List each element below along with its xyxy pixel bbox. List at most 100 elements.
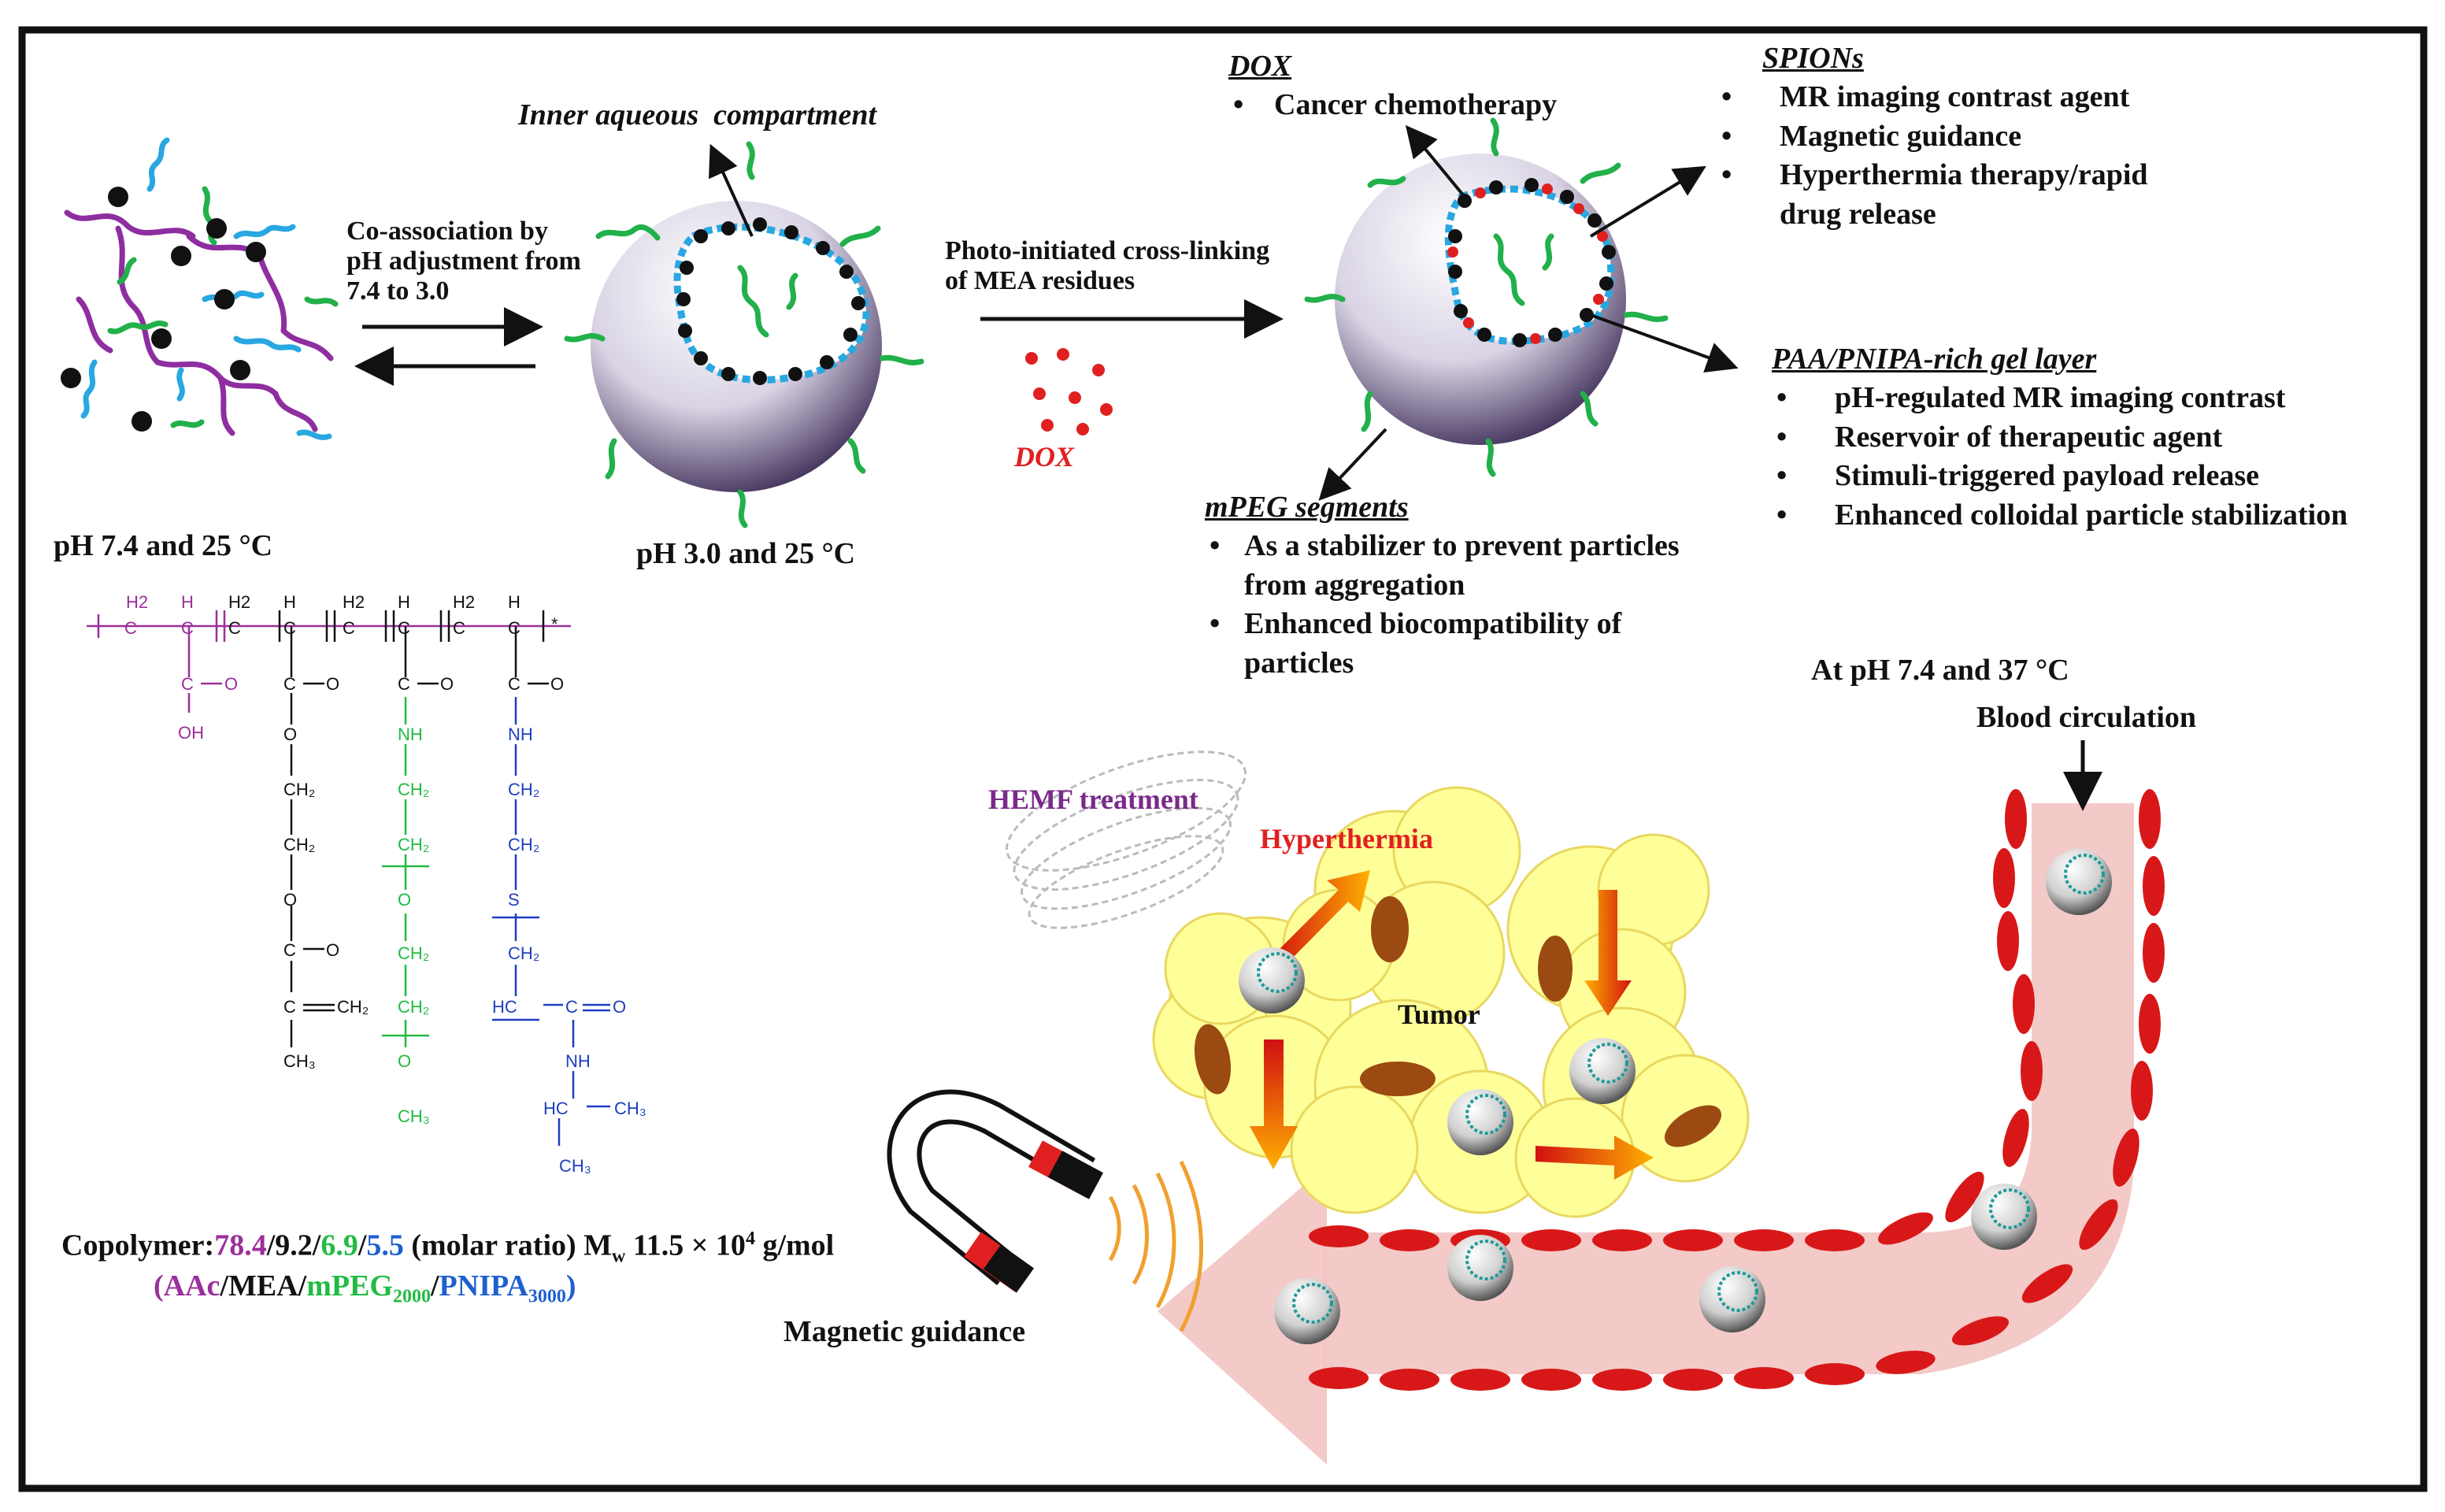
spions-item: Magnetic guidance: [1717, 117, 2148, 157]
magnetic-guidance-label: Magnetic guidance: [784, 1315, 1026, 1348]
gel-item: Enhanced colloidal particle stabilizatio…: [1772, 496, 2347, 536]
inner-compartment-label: Inner aqueous compartment: [518, 98, 877, 132]
svg-text:C: C: [283, 618, 296, 638]
mpeg-subscript: 2000: [392, 1286, 431, 1307]
svg-text:C: C: [283, 674, 296, 694]
component-aac: AAc: [163, 1269, 220, 1303]
svg-text:CH₂: CH₂: [283, 780, 315, 799]
copolymer-prefix: Copolymer:: [61, 1228, 215, 1262]
svg-text:O: O: [283, 724, 297, 744]
mpeg-list: As a stabilizer to prevent particles fro…: [1205, 527, 1680, 683]
svg-text:C: C: [343, 618, 355, 638]
svg-text:CH₂: CH₂: [398, 780, 429, 799]
release-arrows: [1250, 870, 1654, 1180]
gel-item: Stimuli-triggered payload release: [1772, 457, 2347, 496]
svg-text:H2: H2: [126, 592, 148, 612]
ratio-mea: 9.2: [275, 1228, 313, 1262]
mw-subscript: w: [612, 1246, 626, 1267]
polymer-network: [64, 137, 339, 440]
hemf-label: HEMF treatment: [988, 784, 1198, 815]
svg-text:CH₂: CH₂: [283, 835, 315, 854]
arrow1-label: Co-association by pH adjustment from 7.4…: [346, 217, 581, 306]
svg-text:CH₂: CH₂: [398, 835, 429, 854]
paren-close: ): [565, 1269, 576, 1303]
spions-list: MR imaging contrast agent Magnetic guida…: [1717, 78, 2148, 234]
gel-layer-annotation: PAA/PNIPA-rich gel layer pH-regulated MR…: [1772, 340, 2347, 535]
mpeg-item-cont: particles: [1244, 646, 1354, 680]
gel-item: Reservoir of therapeutic agent: [1772, 418, 2347, 458]
ratio-sep: /: [357, 1228, 367, 1262]
svg-text:C: C: [508, 674, 520, 694]
vessel-arrowhead: [1158, 1166, 1327, 1465]
spions-item-cont: drug release: [1780, 197, 1936, 231]
svg-text:O: O: [398, 890, 411, 910]
ratio-mpeg: 6.9: [320, 1228, 358, 1262]
spions-item: MR imaging contrast agent: [1717, 78, 2148, 117]
svg-text:O: O: [613, 997, 626, 1017]
dox-item: Cancer chemotherapy: [1228, 86, 1557, 125]
ratio-pnipa: 5.5: [366, 1228, 404, 1262]
svg-text:H: H: [283, 592, 296, 612]
arrow2-label: Photo-initiated cross-linking of MEA res…: [945, 236, 1270, 296]
pnipa-subscript: 3000: [528, 1286, 566, 1307]
gel-list: pH-regulated MR imaging contrast Reservo…: [1772, 379, 2347, 535]
figure-border: [18, 26, 2428, 1492]
component-mpeg: mPEG: [306, 1269, 393, 1303]
svg-text:CH₂: CH₂: [398, 997, 429, 1017]
svg-text:H: H: [508, 592, 520, 612]
spions-title: SPIONs: [1762, 42, 1864, 75]
svg-text:O: O: [326, 674, 339, 694]
spion-dots-free: [61, 187, 266, 432]
gel-item: pH-regulated MR imaging contrast: [1772, 379, 2347, 418]
ratio-sep: /: [312, 1228, 321, 1262]
svg-text:OH: OH: [178, 723, 204, 743]
dox-molecule-label: DOX: [1014, 441, 1075, 472]
svg-text:H: H: [398, 592, 410, 612]
mpeg-title: mPEG segments: [1205, 491, 1409, 524]
svg-text:C: C: [124, 618, 137, 638]
dox-annotation: DOX Cancer chemotherapy: [1228, 47, 1557, 125]
svg-text:CH₃: CH₃: [398, 1106, 430, 1126]
svg-text:O: O: [326, 940, 339, 960]
ratio-sep: /: [266, 1228, 276, 1262]
svg-text:H2: H2: [453, 592, 475, 612]
nanoparticle-stage3: [1304, 117, 1739, 501]
ratio-aac: 78.4: [214, 1228, 267, 1262]
component-pnipa: PNIPA: [439, 1269, 528, 1303]
svg-text:C: C: [508, 618, 520, 638]
spions-annotation: SPIONs MR imaging contrast agent Magneti…: [1717, 39, 2148, 234]
component-sep: /: [298, 1269, 307, 1303]
component-sep: /: [220, 1269, 228, 1303]
bottom-condition: At pH 7.4 and 37 °C: [1811, 654, 2069, 687]
copolymer-composition: Copolymer:78.4/9.2/6.9/5.5 (molar ratio)…: [61, 1228, 834, 1267]
svg-text:C: C: [228, 618, 241, 638]
svg-text:C: C: [453, 618, 465, 638]
mpeg-item: Enhanced biocompatibility of: [1205, 605, 1680, 644]
hemf-coils: [1005, 750, 1247, 929]
svg-text:C: C: [283, 940, 296, 960]
svg-text:C: C: [398, 618, 410, 638]
reversible-arrows: [354, 307, 543, 386]
blood-vessel: [1158, 789, 2165, 1465]
gel-title: PAA/PNIPA-rich gel layer: [1772, 343, 2097, 376]
circulating-nanoparticles: [1239, 849, 2112, 1344]
ratio-text: (molar ratio) M: [403, 1228, 613, 1262]
nanoparticle-stage2: [564, 141, 924, 528]
svg-text:CH₃: CH₃: [614, 1099, 646, 1118]
hyperthermia-label: Hyperthermia: [1260, 823, 1433, 854]
svg-text:C: C: [565, 997, 578, 1017]
spions-item: Hyperthermia therapy/rapid: [1717, 156, 2148, 195]
svg-text:O: O: [550, 674, 564, 694]
svg-text:S: S: [508, 890, 520, 910]
stage2-condition: pH 3.0 and 25 °C: [636, 537, 856, 570]
svg-text:O: O: [224, 674, 238, 694]
svg-text:H2: H2: [228, 592, 250, 612]
dox-dots: [1025, 348, 1113, 435]
mw-unit: g/mol: [754, 1228, 835, 1262]
copolymer-components: (AAc/MEA/mPEG2000/PNIPA3000): [154, 1269, 576, 1307]
svg-text:H: H: [181, 592, 194, 612]
svg-text:O: O: [398, 1051, 411, 1071]
